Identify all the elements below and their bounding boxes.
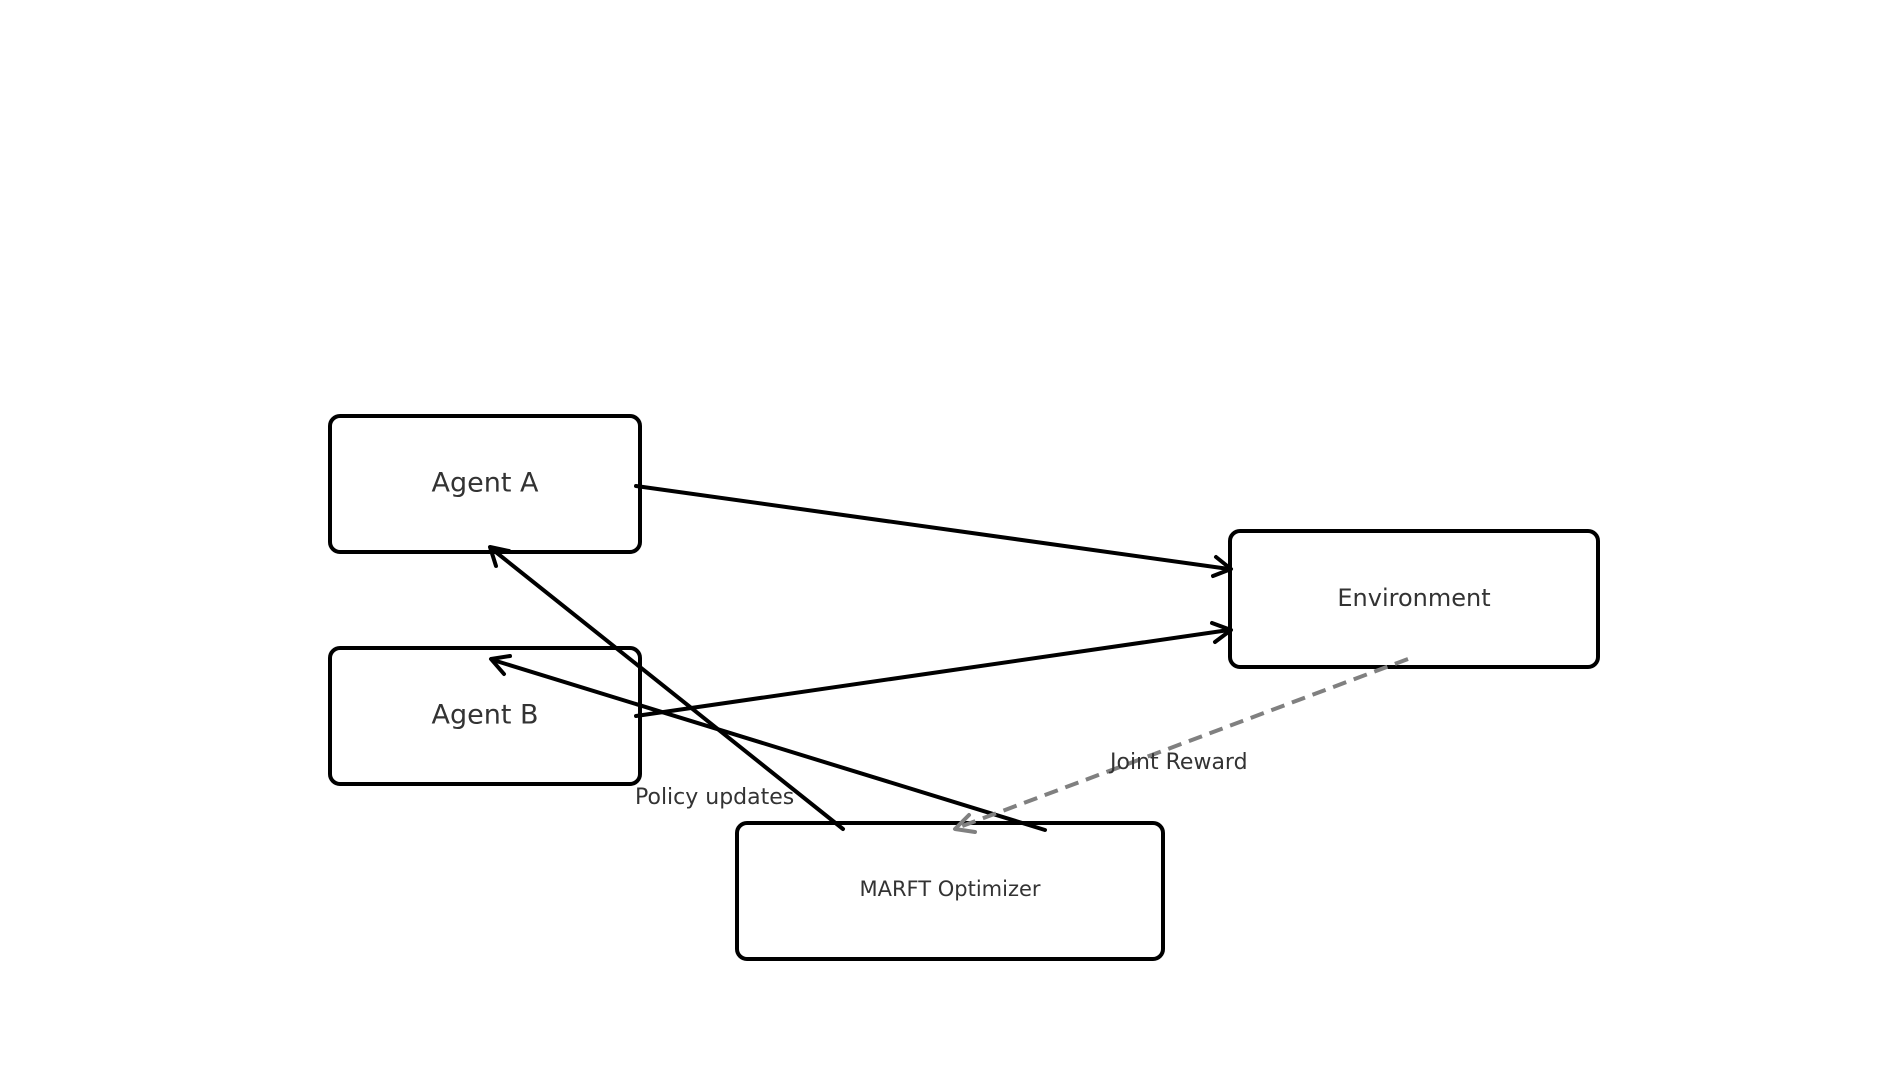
edge-environment-to-optimizer-arrowhead: [953, 813, 977, 834]
environment-node[interactable]: Environment: [1228, 529, 1600, 669]
agent-a-node[interactable]: Agent A: [328, 414, 642, 554]
marft-optimizer-box: [735, 821, 1165, 961]
agent-a-label: Agent A: [432, 468, 540, 499]
edge-agent-a-to-environment-arrowhead: [1211, 555, 1233, 578]
agent-b-label: Agent B: [431, 700, 538, 731]
agent-b-node[interactable]: Agent B: [328, 646, 642, 786]
policy-updates-label: Policy updates: [635, 785, 794, 810]
edge-optimizer-to-agent-b-arrowhead: [489, 654, 512, 676]
edge-agent-b-to-environment-arrowhead: [1210, 621, 1233, 644]
edge-optimizer-to-agent-b-line: [491, 658, 1047, 832]
edge-agent-a-to-environment-line: [634, 484, 1231, 571]
edge-optimizer-to-agent-a-line: [490, 547, 845, 831]
environment-label: Environment: [1337, 584, 1490, 612]
agent-a-box: [328, 414, 642, 554]
edge-optimizer-to-agent-a-arrowhead: [488, 545, 511, 568]
edge-environment-to-optimizer-line: [956, 657, 1409, 830]
edge-optimizer-to-agent-a: [488, 545, 845, 831]
edge-environment-to-optimizer: [953, 657, 1409, 834]
environment-box: [1228, 529, 1600, 669]
marft-optimizer-node[interactable]: MARFT Optimizer: [735, 821, 1165, 961]
edge-optimizer-to-agent-b: [489, 654, 1047, 832]
edge-agent-b-to-environment-line: [634, 628, 1231, 718]
joint-reward-label: Joint Reward: [1108, 750, 1248, 775]
edge-agent-a-to-environment: [634, 484, 1233, 578]
edge-agent-b-to-environment: [634, 621, 1233, 718]
marft-optimizer-label: MARFT Optimizer: [859, 877, 1040, 901]
